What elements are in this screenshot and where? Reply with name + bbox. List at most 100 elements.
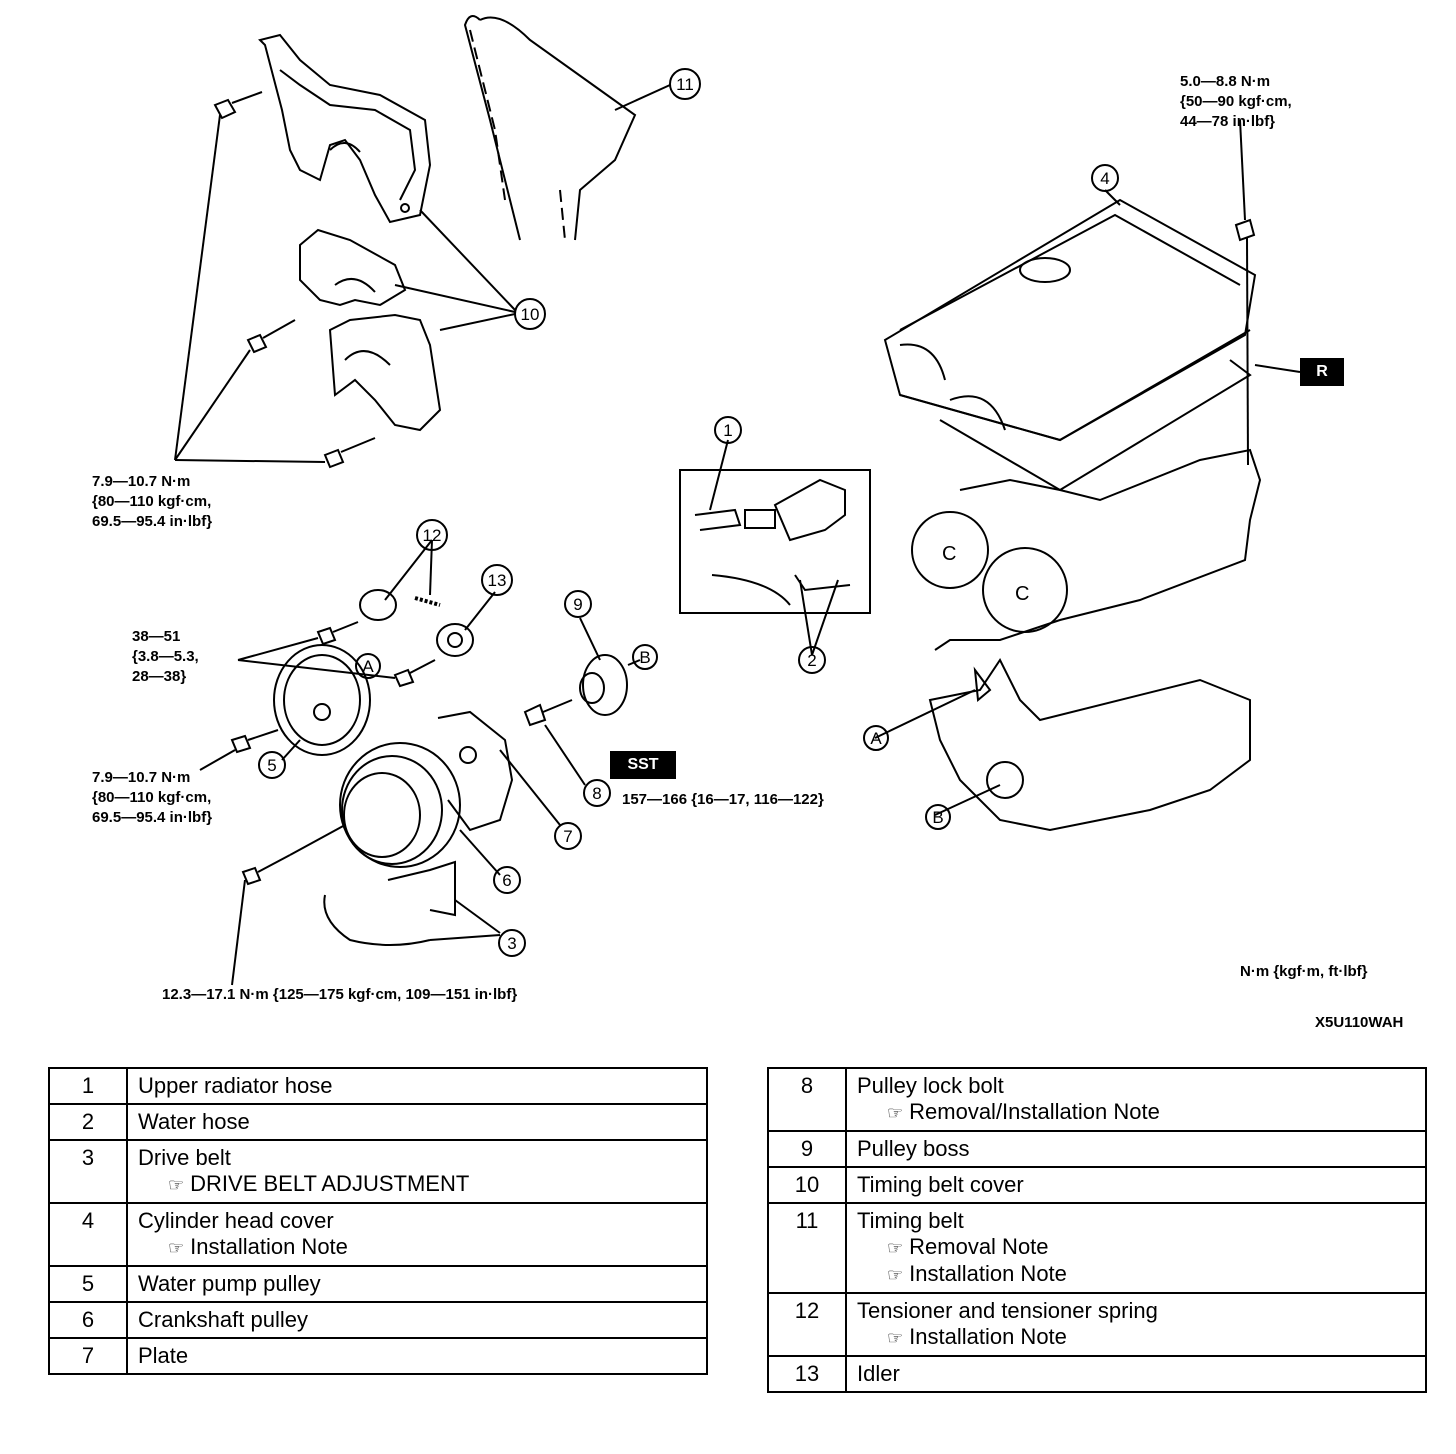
parts-table-row: 10 Timing belt cover	[767, 1166, 1427, 1204]
engine-block: C C	[911, 448, 1262, 832]
reference-note-link[interactable]: ☞Installation Note	[857, 1261, 1415, 1288]
part-number: 12	[767, 1292, 847, 1357]
reference-note-text: Removal/Installation Note	[909, 1099, 1160, 1124]
svg-text:2: 2	[807, 651, 816, 670]
head-cover-bolt	[1234, 119, 1301, 466]
part-description: Timing belt cover	[845, 1166, 1427, 1204]
part-name: Idler	[857, 1361, 900, 1386]
cylinder-head-cover	[883, 189, 1257, 492]
spec-crank-pulley-bolts: 12.3—17.1 N·m {125—175 kgf·cm, 109—151 i…	[162, 986, 518, 1003]
part-name: Drive belt	[138, 1145, 231, 1170]
svg-text:4: 4	[1100, 169, 1109, 188]
part-description: Cylinder head cover☞Installation Note	[126, 1202, 708, 1267]
svg-text:5: 5	[267, 756, 276, 775]
callout-1: 1	[714, 416, 742, 444]
svg-text:6: 6	[502, 871, 511, 890]
part-number: 2	[48, 1103, 128, 1141]
part-number: 6	[48, 1301, 128, 1339]
callout-12: 12	[416, 519, 448, 551]
svg-text:A: A	[362, 657, 374, 676]
pointing-hand-icon: ☞	[168, 1175, 185, 1195]
svg-text:B: B	[932, 808, 943, 827]
reference-note-link[interactable]: ☞Installation Note	[138, 1234, 696, 1261]
spec-lock-bolt: 157—166 {16—17, 116—122}	[622, 791, 824, 808]
part-name: Pulley boss	[857, 1136, 970, 1161]
callouts: 1 2 3 4 5 6 7 8 9 10 11 12 13 A A B B	[258, 68, 1119, 957]
part-number: 1	[48, 1067, 128, 1105]
spec-cover-bolts: 7.9—10.7 N·m{80—110 kgf·cm,69.5—95.4 in·…	[92, 473, 213, 530]
reference-note-link[interactable]: ☞DRIVE BELT ADJUSTMENT	[138, 1171, 696, 1198]
part-name: Upper radiator hose	[138, 1073, 333, 1098]
part-name: Cylinder head cover	[138, 1208, 334, 1233]
part-name: Timing belt cover	[857, 1172, 1024, 1197]
part-description: Water hose	[126, 1103, 708, 1141]
pointing-hand-icon: ☞	[168, 1238, 185, 1258]
callout-a-left: A	[355, 653, 381, 679]
crankshaft-pulley	[231, 742, 501, 986]
callout-b-right: B	[925, 804, 951, 830]
part-number: 11	[767, 1202, 847, 1294]
tensioner-assembly	[237, 539, 496, 688]
callout-5: 5	[258, 751, 286, 779]
part-number: 5	[48, 1265, 128, 1303]
reference-note-text: Installation Note	[909, 1261, 1067, 1286]
callout-6: 6	[493, 866, 521, 894]
callout-7: 7	[554, 822, 582, 850]
reference-note-link[interactable]: ☞Removal/Installation Note	[857, 1099, 1415, 1126]
svg-text:C: C	[1015, 583, 1029, 605]
callout-2: 2	[798, 646, 826, 674]
part-description: Drive belt☞DRIVE BELT ADJUSTMENT	[126, 1139, 708, 1204]
part-number: 3	[48, 1139, 128, 1204]
reference-note-text: Installation Note	[909, 1324, 1067, 1349]
part-number: 13	[767, 1355, 847, 1393]
reference-note-text: Removal Note	[909, 1234, 1049, 1259]
radiator-hose	[694, 439, 851, 656]
svg-text:A: A	[870, 729, 882, 748]
part-name: Pulley lock bolt	[857, 1073, 1004, 1098]
callout-11: 11	[669, 68, 701, 100]
reference-note-text: DRIVE BELT ADJUSTMENT	[190, 1171, 470, 1196]
part-name: Plate	[138, 1343, 189, 1368]
reference-note-link[interactable]: ☞Removal Note	[857, 1234, 1415, 1261]
parts-table-row: 13 Idler	[767, 1355, 1427, 1393]
unit-note: N·m {kgf·m, ft·lbf}	[1240, 963, 1368, 980]
part-description: Plate	[126, 1337, 708, 1375]
spec-pump-pulley-bolts: 7.9—10.7 N·m{80—110 kgf·cm,69.5—95.4 in·…	[92, 769, 213, 826]
part-name: Tensioner and tensioner spring	[857, 1298, 1158, 1323]
timing-belt-cover-upper	[258, 33, 432, 224]
drive-belt	[323, 860, 501, 946]
svg-text:11: 11	[676, 75, 694, 94]
svg-text:3: 3	[507, 934, 516, 953]
part-description: Water pump pulley	[126, 1265, 708, 1303]
parts-table-row: 6 Crankshaft pulley	[48, 1301, 708, 1339]
svg-text:C: C	[942, 543, 956, 565]
part-number: 10	[767, 1166, 847, 1204]
part-name: Timing belt	[857, 1208, 964, 1233]
spec-head-cover-bolt: 5.0—8.8 N·m{50—90 kgf·cm,44—78 in·lbf}	[1180, 73, 1292, 130]
callout-3: 3	[498, 929, 526, 957]
part-description: Upper radiator hose	[126, 1067, 708, 1105]
hose-detail-inset	[679, 469, 871, 614]
callout-a-right: A	[863, 725, 889, 751]
pulley-boss	[523, 617, 641, 786]
sst-tag: SST	[610, 751, 676, 779]
parts-table-row: 1 Upper radiator hose	[48, 1067, 708, 1105]
part-number: 4	[48, 1202, 128, 1267]
part-name: Crankshaft pulley	[138, 1307, 308, 1332]
svg-text:8: 8	[592, 784, 601, 803]
exploded-view-diagram: C C	[174, 15, 1301, 986]
pointing-hand-icon: ☞	[887, 1265, 904, 1285]
svg-text:10: 10	[521, 305, 540, 324]
part-description: Tensioner and tensioner spring☞Installat…	[845, 1292, 1427, 1357]
svg-text:1: 1	[723, 421, 732, 440]
reference-note-link[interactable]: ☞Installation Note	[857, 1324, 1415, 1351]
part-description: Crankshaft pulley	[126, 1301, 708, 1339]
